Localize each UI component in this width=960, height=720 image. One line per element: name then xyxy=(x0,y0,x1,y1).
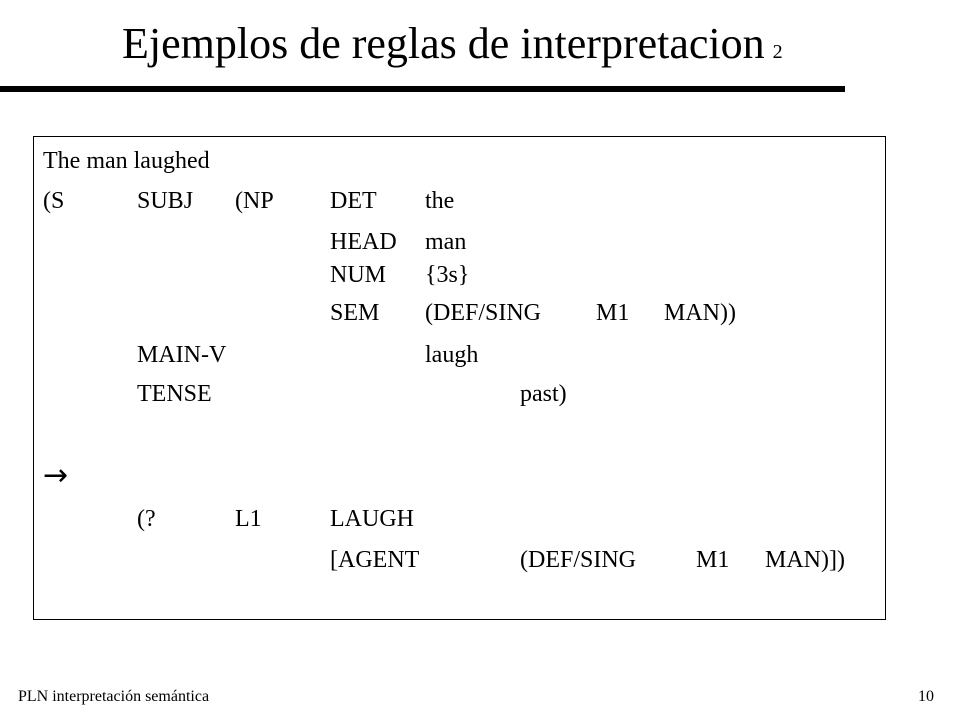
title-divider xyxy=(0,86,845,92)
footer-page-number: 10 xyxy=(918,688,934,705)
token-num: NUM xyxy=(330,262,387,288)
title-subscript: 2 xyxy=(772,41,783,63)
token-sem-m1: M1 xyxy=(596,300,630,326)
token-laugh: laugh xyxy=(425,342,479,368)
token-sem: SEM xyxy=(330,300,380,326)
token-open-q: (? xyxy=(137,506,156,532)
token-past: past) xyxy=(520,381,567,407)
token-sem-man: MAN)) xyxy=(664,300,736,326)
token-head: HEAD xyxy=(330,229,397,255)
token-the: the xyxy=(425,188,455,214)
token-agent: [AGENT xyxy=(330,547,420,573)
token-agent-def: (DEF/SING xyxy=(520,547,637,573)
token-num-value: {3s} xyxy=(425,262,470,288)
token-agent-man: MAN)]) xyxy=(765,547,845,573)
token-open-np: (NP xyxy=(235,188,274,214)
token-det: DET xyxy=(330,188,377,214)
token-tense: TENSE xyxy=(137,381,212,407)
title-text: Ejemplos de reglas de interpretacion xyxy=(122,19,765,68)
footer-course-label: PLN interpretación semántica xyxy=(18,688,210,705)
example-box xyxy=(33,136,886,620)
slide-title: Ejemplos de reglas de interpretacion 2 xyxy=(122,14,783,82)
rightwards-arrow-icon: → xyxy=(43,458,69,493)
token-agent-m1: M1 xyxy=(696,547,730,573)
token-laugh-predicate: LAUGH xyxy=(330,506,414,532)
token-subj: SUBJ xyxy=(137,188,194,214)
example-sentence: The man laughed xyxy=(43,148,210,174)
token-main-v: MAIN-V xyxy=(137,342,227,368)
token-l1: L1 xyxy=(235,506,262,532)
token-man: man xyxy=(425,229,467,255)
token-sem-def: (DEF/SING xyxy=(425,300,542,326)
token-open-s: (S xyxy=(43,188,65,214)
